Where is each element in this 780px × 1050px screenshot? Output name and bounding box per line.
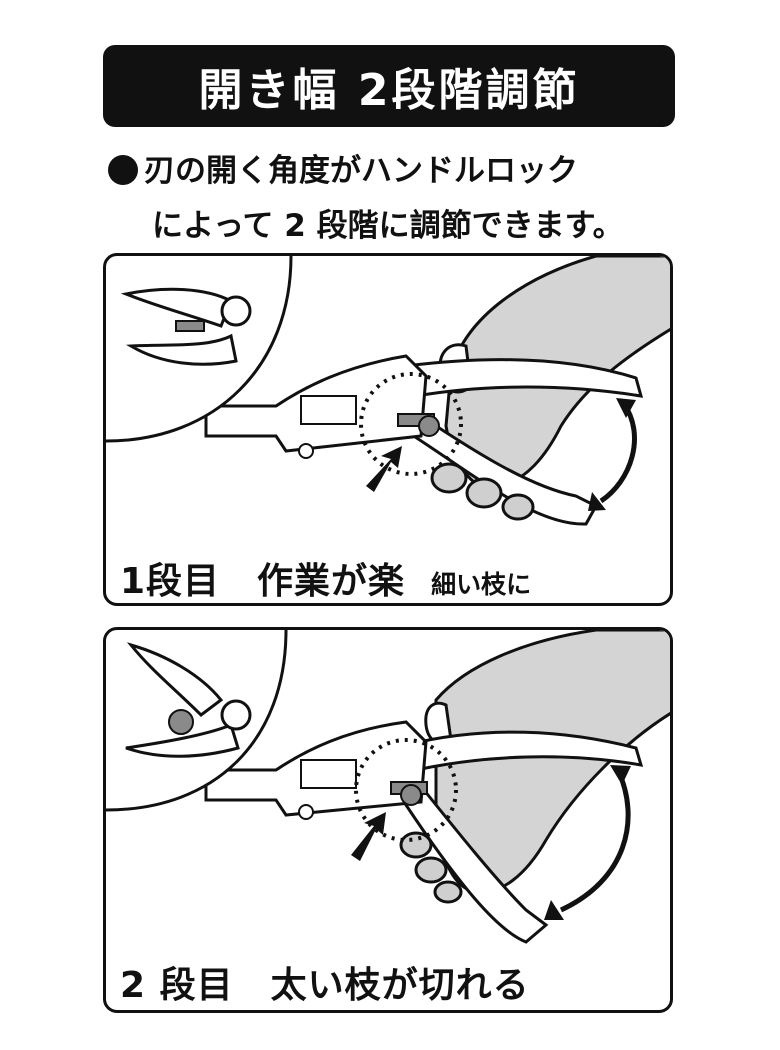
pruner-head xyxy=(204,354,428,453)
lock-highlight-circle xyxy=(359,372,463,476)
title-banner: 開き幅 2段階調節 xyxy=(103,45,675,127)
lock-highlight-circle xyxy=(354,738,458,842)
inset-lower-jaw xyxy=(125,723,240,758)
finger-lump xyxy=(465,477,503,509)
finger-lump xyxy=(399,831,433,859)
inset-upper-jaw xyxy=(126,642,224,717)
pruner-illustration-stage-2 xyxy=(106,630,670,944)
finger-lump xyxy=(433,880,463,904)
inset-pivot xyxy=(220,295,252,327)
lower-handle xyxy=(404,777,549,944)
caption-stage-1: 1段目 作業が楽細い枝に xyxy=(120,552,532,603)
panel-stage-2: 2 段目 太い枝が切れる xyxy=(103,627,673,1013)
thumb-shape xyxy=(424,701,453,745)
pruner-illustration-stage-1 xyxy=(106,256,670,526)
opening-range-arrow-icon xyxy=(599,402,637,504)
caption-sub: 細い枝に xyxy=(431,570,532,599)
finger-lump xyxy=(430,462,468,494)
hand-shape xyxy=(434,630,670,894)
upper-handle xyxy=(403,730,644,772)
inset-pivot xyxy=(220,699,252,731)
upper-handle xyxy=(403,358,644,398)
head-window xyxy=(300,395,357,425)
lock-pivot xyxy=(418,415,440,437)
description-line-1: 刃の開く角度がハンドルロック xyxy=(108,145,578,190)
page-title: 開き幅 2段階調節 xyxy=(198,65,580,116)
caption-main: 1段目 作業が楽 xyxy=(120,561,406,602)
pointer-arrow-icon xyxy=(351,812,386,861)
inset-lower-jaw xyxy=(126,333,238,366)
inset-lock-pin xyxy=(175,320,205,332)
lock-pivot xyxy=(400,784,422,806)
finger-lump xyxy=(414,856,448,884)
head-window xyxy=(300,759,357,789)
inset-lock-pin xyxy=(168,709,194,735)
description-line-2: によって 2 段階に調節できます。 xyxy=(152,200,624,245)
opening-range-arrow-icon xyxy=(559,768,631,913)
pruner-head xyxy=(204,720,428,817)
caption-stage-2: 2 段目 太い枝が切れる xyxy=(120,956,530,1008)
pointer-arrow-icon xyxy=(366,446,402,492)
panel-stage-1: 1段目 作業が楽細い枝に xyxy=(103,253,673,606)
inset-circle xyxy=(106,630,288,812)
description-text-2: によって 2 段階に調節できます。 xyxy=(152,208,624,244)
bullet-icon xyxy=(108,155,138,185)
head-bolt xyxy=(298,443,314,459)
finger-lump xyxy=(501,493,535,521)
caption-main: 2 段目 太い枝が切れる xyxy=(120,965,530,1006)
description-text-1: 刃の開く角度がハンドルロック xyxy=(144,153,578,189)
head-bolt xyxy=(298,804,314,820)
